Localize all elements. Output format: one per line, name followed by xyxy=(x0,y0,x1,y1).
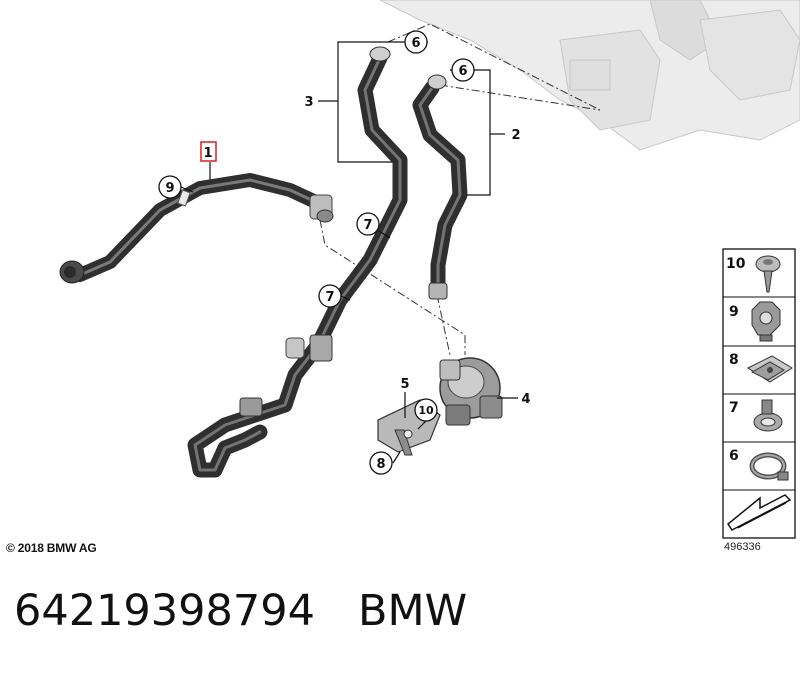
callout-10-circle xyxy=(414,398,438,422)
nut-clip-icon xyxy=(746,355,793,383)
holder-icon xyxy=(751,301,781,342)
part-number: 64219398794 xyxy=(14,586,315,636)
legend-label-8: 8 xyxy=(729,352,739,368)
hose-2 xyxy=(412,74,468,300)
background-assembly xyxy=(379,0,800,151)
clamp-icon xyxy=(753,399,783,432)
water-pump xyxy=(439,357,503,426)
callout-7b: 7 xyxy=(325,290,334,305)
arrow-icon xyxy=(726,494,792,531)
callout-9-circle xyxy=(158,175,182,199)
catalog-number: 496336 xyxy=(724,541,761,553)
legend-label-7: 7 xyxy=(729,400,739,416)
callout-6a: 6 xyxy=(411,36,420,51)
screw-icon xyxy=(755,255,781,293)
callout-7a-circle xyxy=(356,212,380,236)
brand-name: BMW xyxy=(358,586,468,636)
callout-1: 1 xyxy=(203,146,212,161)
callout-7a: 7 xyxy=(363,218,372,233)
callout-3: 3 xyxy=(304,95,313,110)
callout-4: 4 xyxy=(521,392,530,407)
callout-2: 2 xyxy=(511,128,520,143)
hose-3 xyxy=(187,46,408,478)
callout-8: 8 xyxy=(376,457,385,472)
connection-lines xyxy=(319,23,601,356)
hose-clamp-icon xyxy=(749,452,789,481)
callout-9: 9 xyxy=(165,181,174,196)
legend-label-6: 6 xyxy=(729,448,739,464)
callout-6b-circle xyxy=(451,58,475,82)
highlight-box xyxy=(200,141,217,162)
callout-8-circle xyxy=(369,451,393,475)
callout-circles xyxy=(158,30,475,475)
legend-label-10: 10 xyxy=(726,256,746,272)
callout-6a-circle xyxy=(404,30,428,54)
legend-label-9: 9 xyxy=(729,304,739,320)
callout-7b-circle xyxy=(318,284,342,308)
copyright-text: © 2018 BMW AG xyxy=(6,541,97,555)
callout-5: 5 xyxy=(400,377,409,392)
hose-1 xyxy=(59,173,334,284)
callout-6b: 6 xyxy=(458,64,467,79)
parts-legend: 10 9 8 7 6 xyxy=(722,248,796,539)
callout-10: 10 xyxy=(418,404,434,417)
